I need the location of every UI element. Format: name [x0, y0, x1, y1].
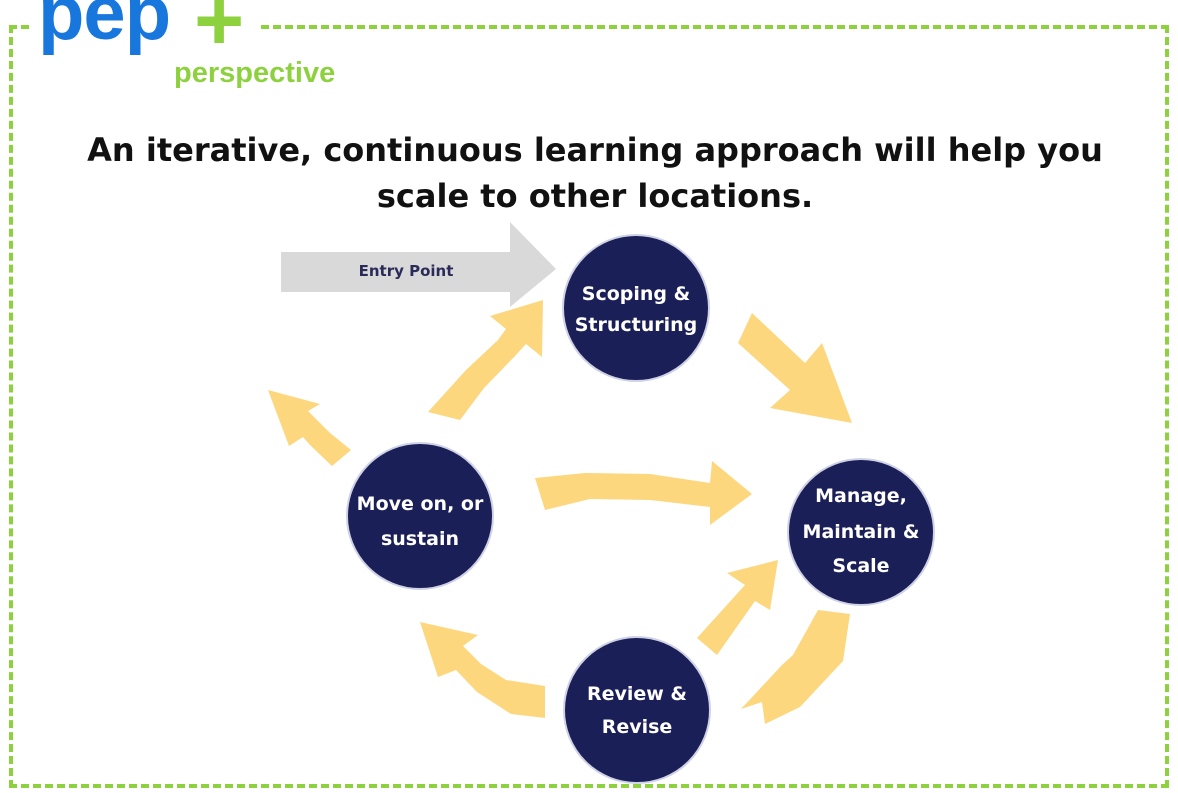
logo-tagline: perspective — [174, 57, 336, 89]
node-manage-line-2: Maintain & — [803, 521, 920, 543]
node-scoping-line-1: Scoping & — [582, 283, 690, 305]
entry-point-arrow — [281, 222, 556, 307]
node-move-line-1: Move on, or — [357, 493, 484, 515]
arrow-moveon-to-manage — [535, 461, 752, 525]
node-manage-circle — [787, 458, 935, 606]
node-move-line-2: sustain — [381, 528, 459, 550]
node-scoping-circle — [562, 234, 710, 382]
arrow-exit — [268, 390, 351, 466]
node-review-line-2: Revise — [602, 716, 673, 738]
node-scoping: Scoping & Structuring — [562, 234, 710, 382]
node-move: Move on, or sustain — [346, 442, 494, 590]
logo-background — [30, 0, 260, 62]
arrow-moveon-to-scoping — [428, 300, 543, 420]
logo-plus: + — [194, 0, 245, 69]
node-review-line-1: Review & — [587, 683, 687, 705]
node-scoping-line-2: Structuring — [575, 314, 698, 336]
logo-wordmark: pep — [38, 0, 171, 56]
node-manage-line-3: Scale — [832, 555, 889, 577]
arrow-review-to-moveon — [420, 622, 545, 718]
arrow-scoping-to-manage — [738, 313, 852, 423]
node-manage: Manage, Maintain & Scale — [787, 458, 935, 606]
node-review-circle — [563, 636, 711, 784]
node-manage-line-1: Manage, — [815, 485, 907, 507]
entry-point-label: Entry Point — [359, 262, 454, 280]
headline: An iterative, continuous learning approa… — [87, 131, 1103, 215]
arrow-manage-to-review — [741, 610, 850, 724]
node-move-circle — [346, 442, 494, 590]
arrow-review-to-manage — [697, 560, 778, 655]
dashed-frame — [9, 25, 1169, 788]
node-review: Review & Revise — [563, 636, 711, 784]
